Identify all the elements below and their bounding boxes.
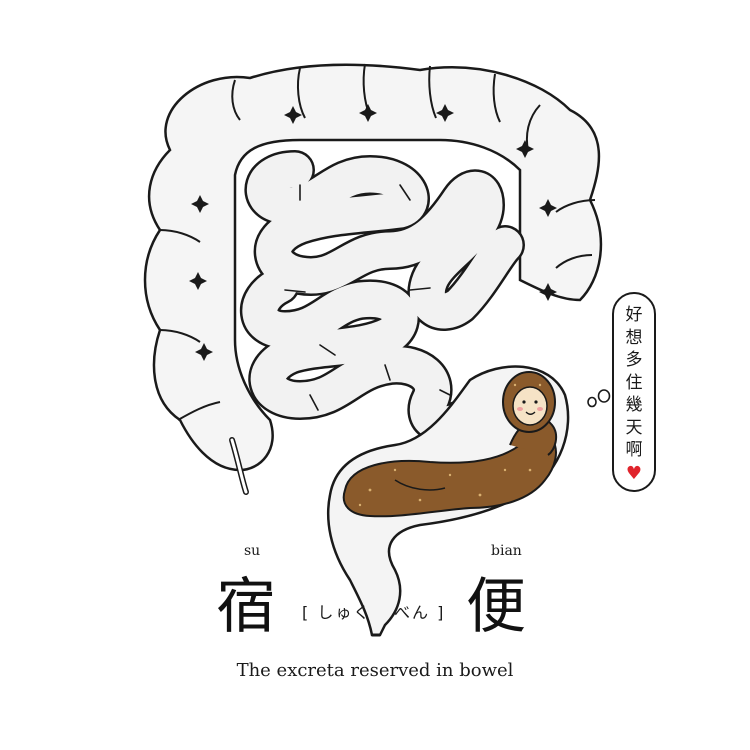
kanji-su: 宿 bbox=[216, 572, 276, 642]
subtitle: The excreta reserved in bowel bbox=[236, 660, 514, 681]
small-intestine bbox=[240, 150, 525, 444]
bubble-char: 啊 bbox=[625, 440, 643, 460]
poop-character bbox=[342, 371, 558, 518]
reading-ben: べん ] bbox=[394, 603, 446, 622]
bubble-char: 多 bbox=[625, 350, 643, 370]
bubble-char: 想 bbox=[625, 327, 643, 348]
kanji-ben: 便 bbox=[466, 572, 526, 642]
bubble-char: 幾 bbox=[625, 395, 643, 415]
heart-icon: ♥ bbox=[625, 462, 643, 484]
thought-bubbles bbox=[587, 389, 611, 408]
pinyin-bian: bian bbox=[491, 543, 522, 559]
speech-bubble: 好 想 多 住 幾 天 啊 ♥ bbox=[612, 292, 656, 492]
large-intestine bbox=[143, 63, 603, 495]
pinyin-su: su bbox=[244, 543, 261, 559]
sparkle-icon bbox=[189, 104, 557, 361]
bubble-char: 住 bbox=[625, 372, 643, 393]
bubble-char: 好 bbox=[625, 305, 643, 325]
reading-shuku: [ しゅく bbox=[302, 603, 372, 622]
bubble-char: 天 bbox=[625, 417, 643, 438]
